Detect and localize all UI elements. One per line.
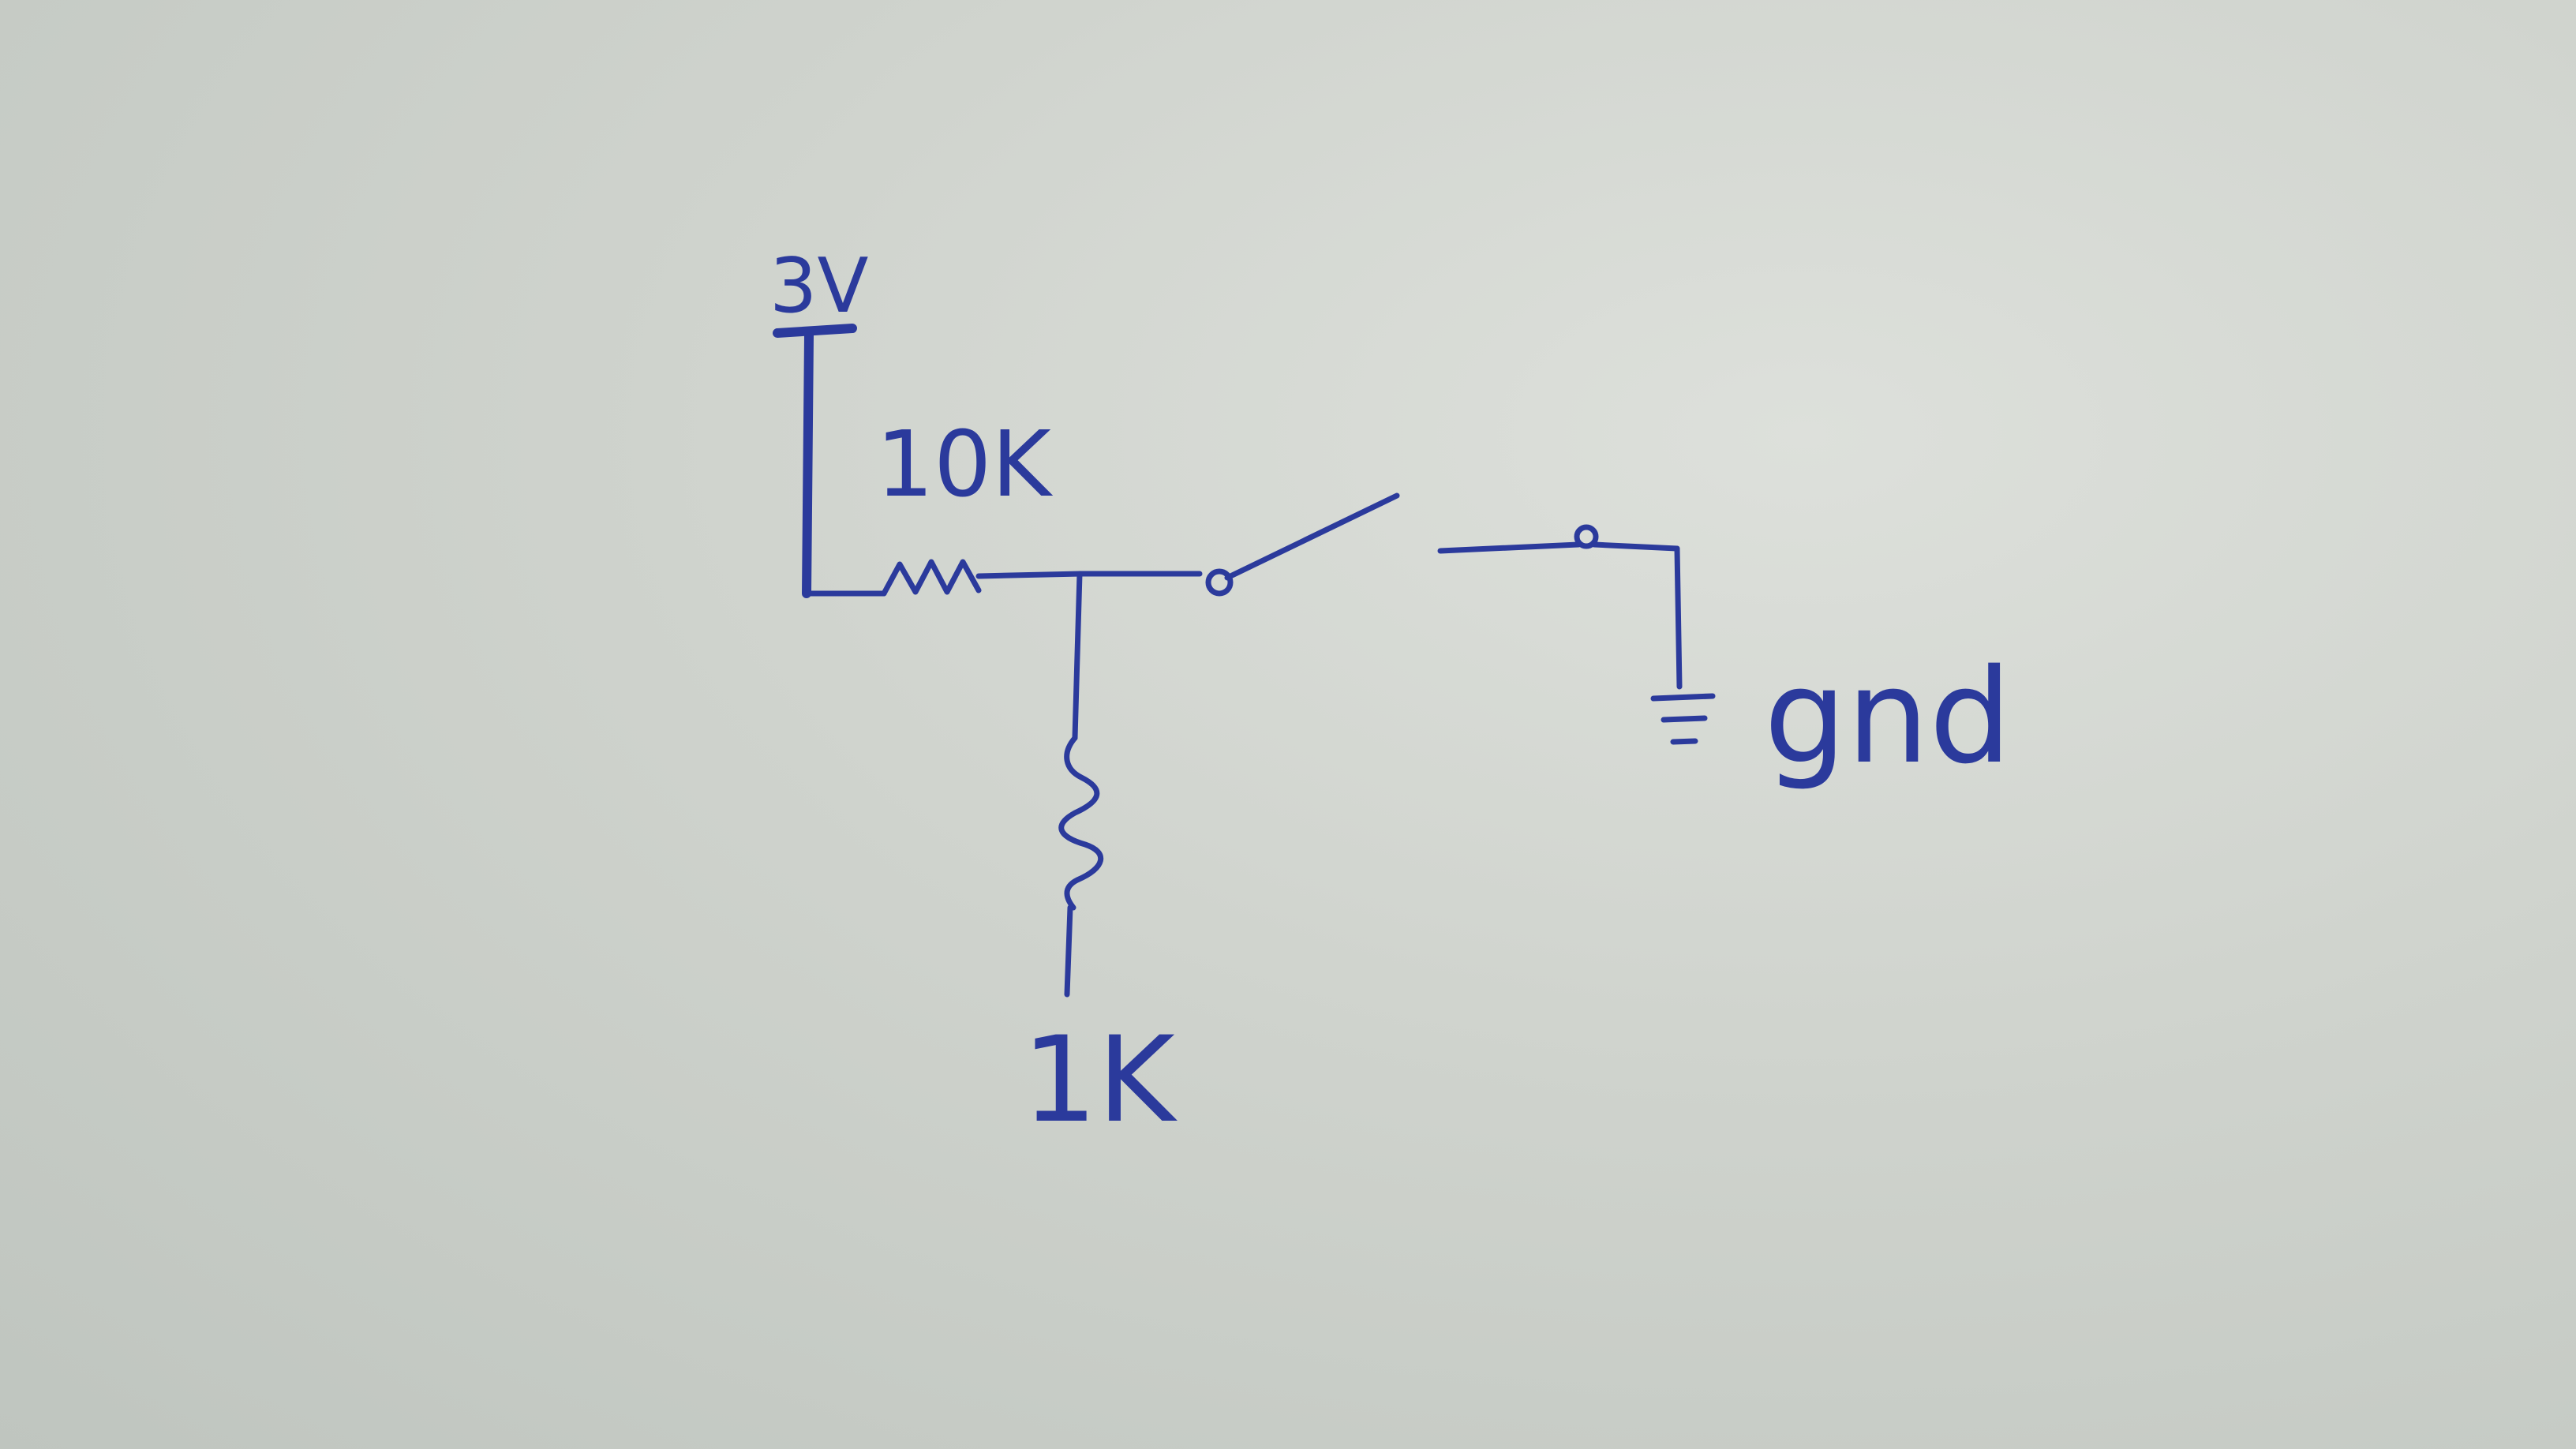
label-supply: 3V [769,243,868,330]
resistor-10k [881,559,982,597]
ground-line-2 [1661,715,1708,723]
switch-contact-left [1205,568,1234,597]
supply-terminal-bar [773,324,857,338]
ground-line-3 [1670,738,1698,745]
switch-lever [1224,492,1400,581]
wire-10k-to-junction [975,571,1084,579]
wire-to-ground-corner [1591,541,1680,552]
wire-switch-right [1437,541,1582,554]
label-r-bottom: 1K [1022,1012,1178,1149]
wire-to-ground [1674,545,1683,690]
label-ground: gnd [1764,641,2012,792]
ground-line-1 [1650,693,1716,702]
wire-junction-to-1k [1072,571,1083,741]
resistor-1k [1058,735,1104,911]
label-r-top: 10K [876,412,1053,518]
switch-contact-right [1574,524,1599,549]
supply-wire [802,331,814,598]
wire-below-1k [1064,904,1073,998]
